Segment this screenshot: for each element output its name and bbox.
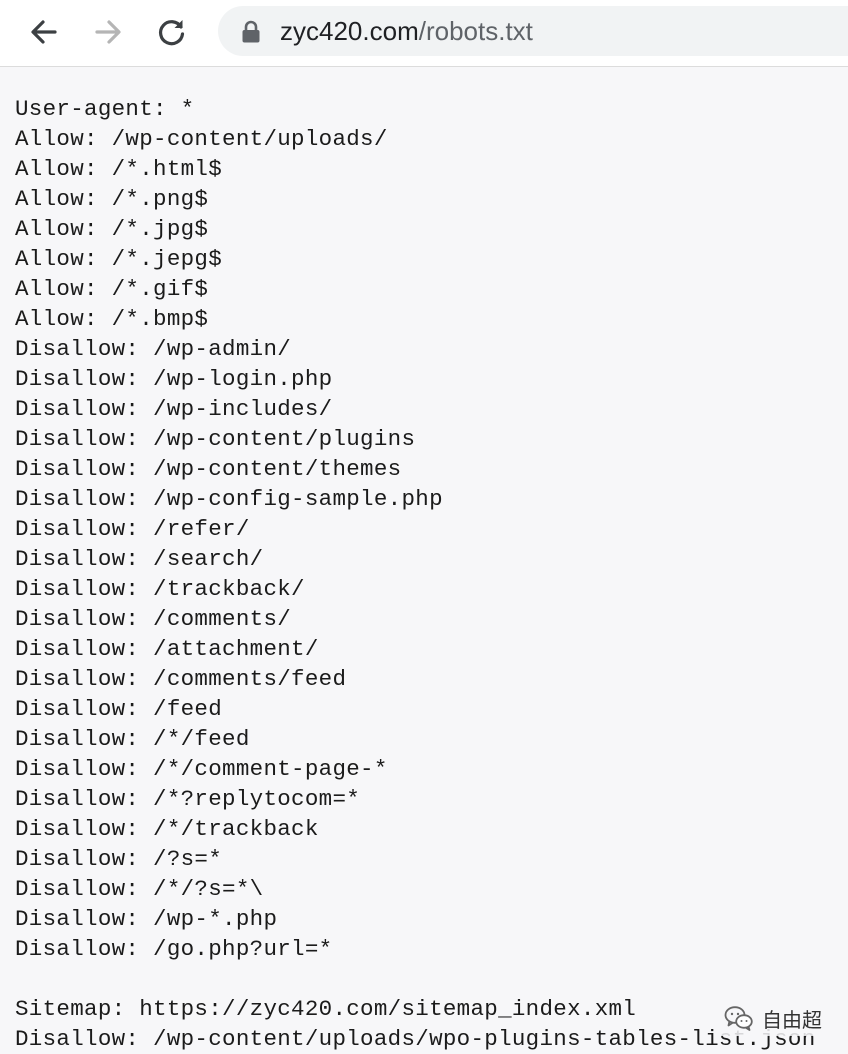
- watermark-text: 自由超: [762, 1007, 822, 1032]
- reload-button[interactable]: [150, 10, 194, 54]
- url-text[interactable]: zyc420.com/robots.txt: [280, 15, 533, 47]
- url-path: /robots.txt: [418, 16, 533, 46]
- arrow-right-icon: [95, 20, 121, 44]
- page-content: User-agent: * Allow: /wp-content/uploads…: [15, 94, 845, 1054]
- watermark: 自由超: [720, 1000, 826, 1036]
- address-bar[interactable]: zyc420.com/robots.txt: [218, 6, 848, 56]
- browser-toolbar: zyc420.com/robots.txt: [0, 0, 848, 67]
- lock-icon: [242, 20, 260, 43]
- reload-icon: [159, 20, 185, 46]
- robots-txt-content: User-agent: * Allow: /wp-content/uploads…: [15, 96, 816, 1052]
- wechat-icon: [724, 1006, 753, 1031]
- url-host: zyc420.com: [280, 16, 419, 46]
- arrow-left-icon: [31, 20, 57, 44]
- forward-button[interactable]: [86, 10, 130, 54]
- back-button[interactable]: [22, 10, 66, 54]
